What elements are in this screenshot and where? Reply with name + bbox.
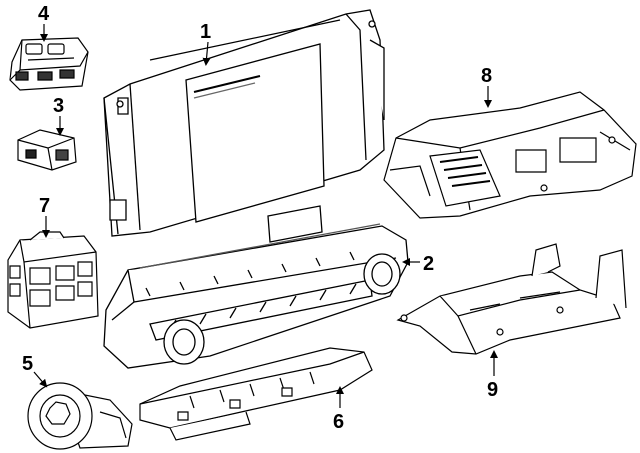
part-4-switch-panel [10,38,88,90]
part-5-knob [28,383,132,449]
callout-5: 5 [22,353,33,375]
part-3-sensor [18,130,76,170]
callout-1: 1 [200,21,211,43]
part-6-trim-bracket [140,348,372,440]
callout-4: 4 [38,3,50,25]
part-1-display [104,10,384,236]
callout-leaders [33,24,498,408]
part-8-hvac-module [384,92,636,218]
leader-5 [33,371,48,388]
leader-1 [202,41,211,66]
callout-labels: 1 2 3 4 5 6 7 8 9 [22,3,498,433]
callout-9: 9 [487,379,498,401]
part-9-duct-bracket [398,244,626,354]
callout-7: 7 [39,195,50,217]
callout-8: 8 [481,65,492,87]
callout-3: 3 [53,95,64,117]
callout-6: 6 [333,411,344,433]
part-7-switch-cluster [8,232,98,328]
callout-2: 2 [423,253,434,275]
part-2-control-panel [104,206,408,368]
